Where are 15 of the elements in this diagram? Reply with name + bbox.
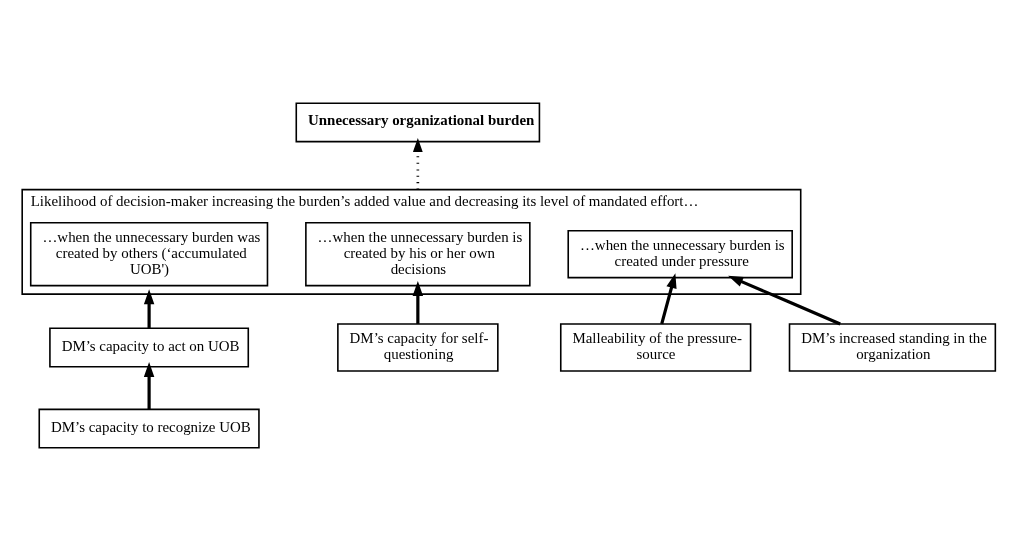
node-box: …when the unnecessary burden is created by his or her own decisions: [305, 221, 531, 286]
node-box: DM’s capacity to recognize UOB: [38, 408, 260, 449]
node-box: …when the unnecessary burden was created by others (‘accumulated UOB'): [29, 221, 269, 286]
arrow: [728, 275, 841, 325]
node-box: DM’s increased standing in the organization: [788, 322, 997, 372]
node-box: Malleability of the pressure-source: [559, 322, 752, 372]
arrow: [143, 288, 155, 328]
arrow: [412, 280, 424, 324]
node-box: DM’s capacity to act on UOB: [49, 327, 250, 367]
node-box: …when the unnecessary burden is created under pressure: [567, 229, 793, 278]
node-box: DM’s capacity for self-questioning: [337, 322, 499, 372]
arrow: [143, 361, 155, 409]
node-box: Unnecessary organizational burden: [295, 101, 541, 142]
arrow: [412, 137, 423, 190]
arrow: [660, 272, 677, 324]
